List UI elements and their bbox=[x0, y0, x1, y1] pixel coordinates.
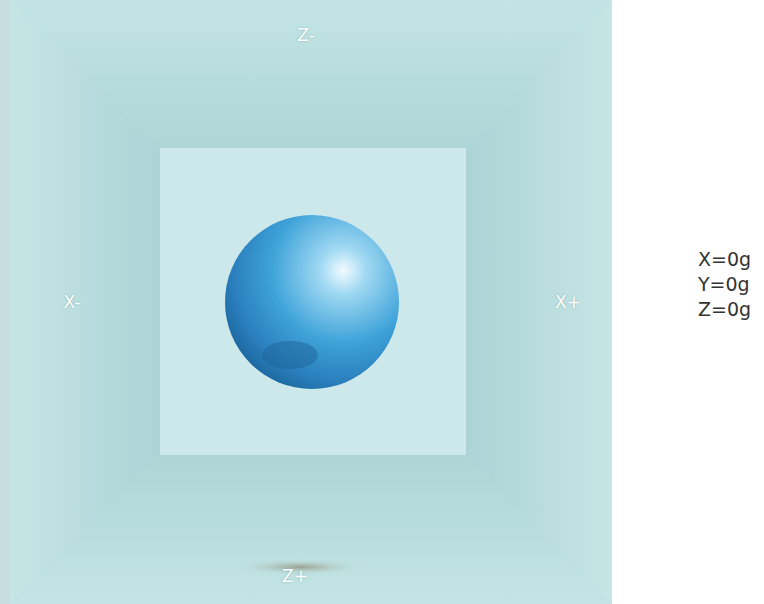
ball bbox=[225, 215, 399, 389]
bottom-wall bbox=[10, 455, 612, 604]
wall-label: X+ bbox=[555, 292, 581, 312]
axis-reading: Z=0g bbox=[698, 298, 751, 320]
back-wall bbox=[160, 148, 466, 455]
side-strip bbox=[0, 0, 10, 604]
axis-reading: Y=0g bbox=[698, 273, 750, 295]
wall-label: X- bbox=[64, 292, 81, 312]
room-ground bbox=[10, 0, 612, 604]
ball-reflection bbox=[262, 341, 318, 369]
wall-label: Z- bbox=[297, 25, 314, 45]
axis-reading: X=0g bbox=[698, 248, 751, 270]
wall-label: Z+ bbox=[282, 566, 308, 586]
